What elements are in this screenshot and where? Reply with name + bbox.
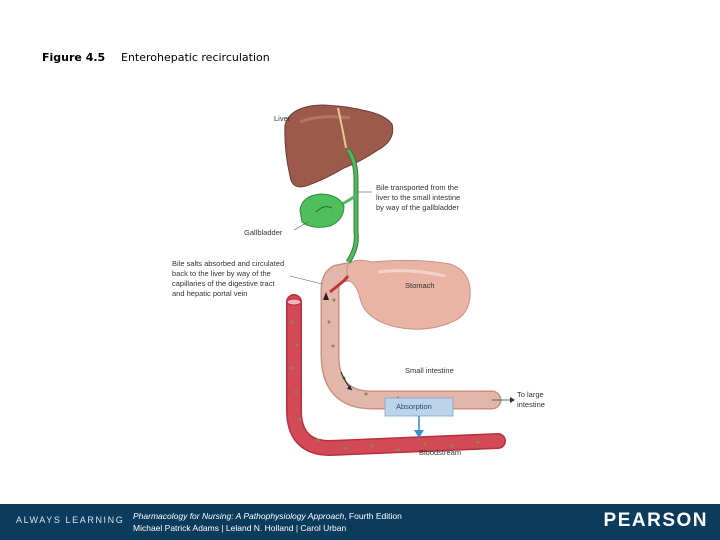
gallbladder-label: Gallbladder [244, 228, 283, 237]
capillary-arrow [323, 292, 329, 300]
absorption-arrowhead [414, 430, 424, 438]
bile-salts-label: Bile salts absorbed and circulated back … [172, 259, 285, 298]
large-intestine-arrowhead [510, 397, 515, 403]
enterohepatic-diagram [284, 104, 515, 457]
stomach-label: Stomach [405, 281, 435, 290]
capillary-connection [329, 275, 350, 294]
absorption-label: Absorption [396, 402, 432, 411]
leader-lines [289, 191, 372, 285]
small-intestine-label: Small intestine [405, 366, 454, 375]
bile-transport-label: Bile transported from the liver to the s… [376, 183, 461, 212]
book-citation: Pharmacology for Nursing: A Pathophysiol… [133, 511, 402, 521]
book-title: Pharmacology for Nursing: A Pathophysiol… [133, 511, 345, 521]
liver [284, 104, 394, 188]
book-edition: , Fourth Edition [344, 511, 402, 521]
book-authors: Michael Patrick Adams | Leland N. Hollan… [133, 523, 347, 533]
bloodstream-label: Bloodstream [419, 448, 462, 457]
stomach [346, 259, 471, 330]
pearson-logo: PEARSON [603, 510, 708, 531]
liver-label: Liver [274, 114, 291, 123]
figure-title: Enterohepatic recirculation [121, 51, 270, 64]
figure-label: Figure 4.5 [42, 51, 106, 64]
always-learning-tagline: ALWAYS LEARNING [16, 515, 125, 525]
blood-vessel [286, 294, 506, 457]
footer-bar [0, 504, 720, 540]
to-large-intestine-label: To large intestine [517, 390, 545, 409]
gallbladder [299, 193, 345, 228]
